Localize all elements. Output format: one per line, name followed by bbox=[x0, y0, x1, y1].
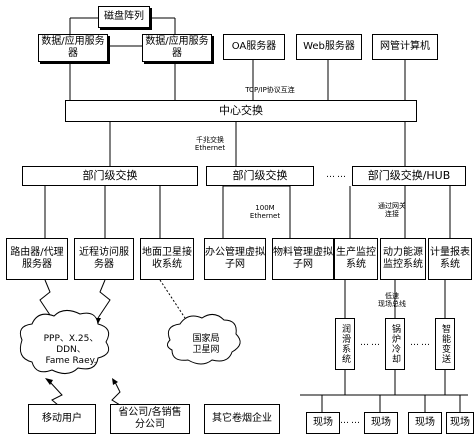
materials-mgmt-box: 物料管理虚拟子网 bbox=[272, 238, 334, 280]
db-server-left-label: 数据/应用服务器 bbox=[41, 36, 105, 59]
office-mgmt-box: 办公管理虚拟子网 bbox=[204, 238, 266, 280]
prod-control-box: 生产监控系统 bbox=[334, 238, 378, 280]
ctrl-c-box: 智能变送 bbox=[435, 318, 455, 370]
web-server-box: Web服务器 bbox=[296, 34, 362, 60]
oa-server-box: OA服务器 bbox=[223, 34, 285, 60]
dept-switch-mid-box: 部门级交换 bbox=[206, 166, 314, 186]
router-proxy-label: 路由器/代理服务器 bbox=[10, 247, 64, 270]
province-co-label: 省公司/各销售 分公司 bbox=[118, 407, 182, 430]
materials-mgmt-label: 物料管理虚拟子网 bbox=[273, 247, 333, 270]
mobile-users-label: 移动用户 bbox=[42, 413, 82, 424]
db-server-right-label: 数据/应用服务器 bbox=[145, 36, 209, 59]
mgmt-computer-box: 网管计算机 bbox=[372, 34, 438, 60]
ellipsis-2: …… bbox=[360, 338, 382, 348]
remote-access-box: 近程访问服务器 bbox=[74, 238, 134, 280]
dept-switch-right-box: 部门级交换/HUB bbox=[352, 166, 466, 186]
wan-cloud: PPP、X.25、 DDN、 Fame Raey. bbox=[43, 333, 99, 366]
ellipsis-3: …… bbox=[410, 338, 432, 348]
satellite-rx-box: 地面卫星接收系统 bbox=[140, 238, 194, 280]
router-proxy-box: 路由器/代理服务器 bbox=[6, 238, 68, 280]
central-switch-label: 中心交换 bbox=[219, 104, 263, 117]
ellipsis-4: …… bbox=[340, 416, 362, 426]
fieldbus-label: 低速 现场总线 bbox=[378, 292, 406, 308]
disk-array-box: 磁盘阵列 bbox=[98, 6, 150, 28]
gateway-label: 通过网关 连接 bbox=[378, 202, 406, 218]
remote-access-label: 近程访问服务器 bbox=[79, 247, 129, 270]
dept-switch-left-label: 部门级交换 bbox=[82, 169, 138, 182]
central-switch-box: 中心交换 bbox=[65, 100, 417, 122]
field-box-4: 现场 bbox=[446, 412, 474, 434]
field-box-3: 现场 bbox=[408, 412, 442, 434]
ctrl-b-label: 锅炉冷却 bbox=[390, 324, 400, 364]
mgmt-computer-label: 网管计算机 bbox=[380, 41, 430, 52]
field-label-4: 现场 bbox=[450, 417, 470, 428]
mobile-users-box: 移动用户 bbox=[28, 404, 96, 434]
ctrl-b-box: 锅炉冷却 bbox=[385, 318, 405, 370]
field-label-3: 现场 bbox=[415, 417, 435, 428]
disk-array-label: 磁盘阵列 bbox=[104, 11, 144, 22]
dept-switch-right-label: 部门级交换/HUB bbox=[367, 169, 451, 182]
tcpip-label: TCP/IP协议互连 bbox=[245, 86, 295, 94]
field-label-1: 现场 bbox=[313, 417, 333, 428]
ctrl-a-box: 润滑系统 bbox=[335, 318, 355, 370]
field-box-1: 现场 bbox=[306, 412, 340, 434]
satellite-rx-label: 地面卫星接收系统 bbox=[142, 247, 192, 270]
state-net-cloud: 国家局 卫星网 bbox=[192, 334, 220, 355]
province-co-box: 省公司/各销售 分公司 bbox=[110, 404, 190, 434]
power-monitor-box: 动力能源监控系统 bbox=[380, 238, 426, 280]
metering-label: 计量报表系统 bbox=[430, 247, 470, 270]
power-monitor-label: 动力能源监控系统 bbox=[383, 247, 423, 270]
field-label-2: 现场 bbox=[371, 417, 391, 428]
other-enterprises-box: 其它卷烟企业 bbox=[204, 404, 280, 434]
metering-box: 计量报表系统 bbox=[428, 238, 472, 280]
web-server-label: Web服务器 bbox=[303, 41, 355, 52]
dept-switch-mid-label: 部门级交换 bbox=[232, 169, 288, 182]
oa-server-label: OA服务器 bbox=[231, 41, 277, 52]
prod-control-label: 生产监控系统 bbox=[336, 247, 376, 270]
office-mgmt-label: 办公管理虚拟子网 bbox=[205, 247, 265, 270]
dept-switch-left-box: 部门级交换 bbox=[22, 166, 198, 186]
ellipsis-1: …… bbox=[326, 170, 348, 180]
ctrl-a-label: 润滑系统 bbox=[340, 324, 350, 364]
ctrl-c-label: 智能变送 bbox=[440, 324, 450, 364]
field-box-2: 现场 bbox=[364, 412, 398, 434]
mbit-label: 100M Ethernet bbox=[249, 204, 281, 220]
db-server-right-box: 数据/应用服务器 bbox=[142, 34, 212, 62]
other-enterprises-label: 其它卷烟企业 bbox=[212, 413, 272, 424]
db-server-left-box: 数据/应用服务器 bbox=[38, 34, 108, 62]
gigabit-label: 千兆交换 Ethernet bbox=[194, 136, 226, 152]
